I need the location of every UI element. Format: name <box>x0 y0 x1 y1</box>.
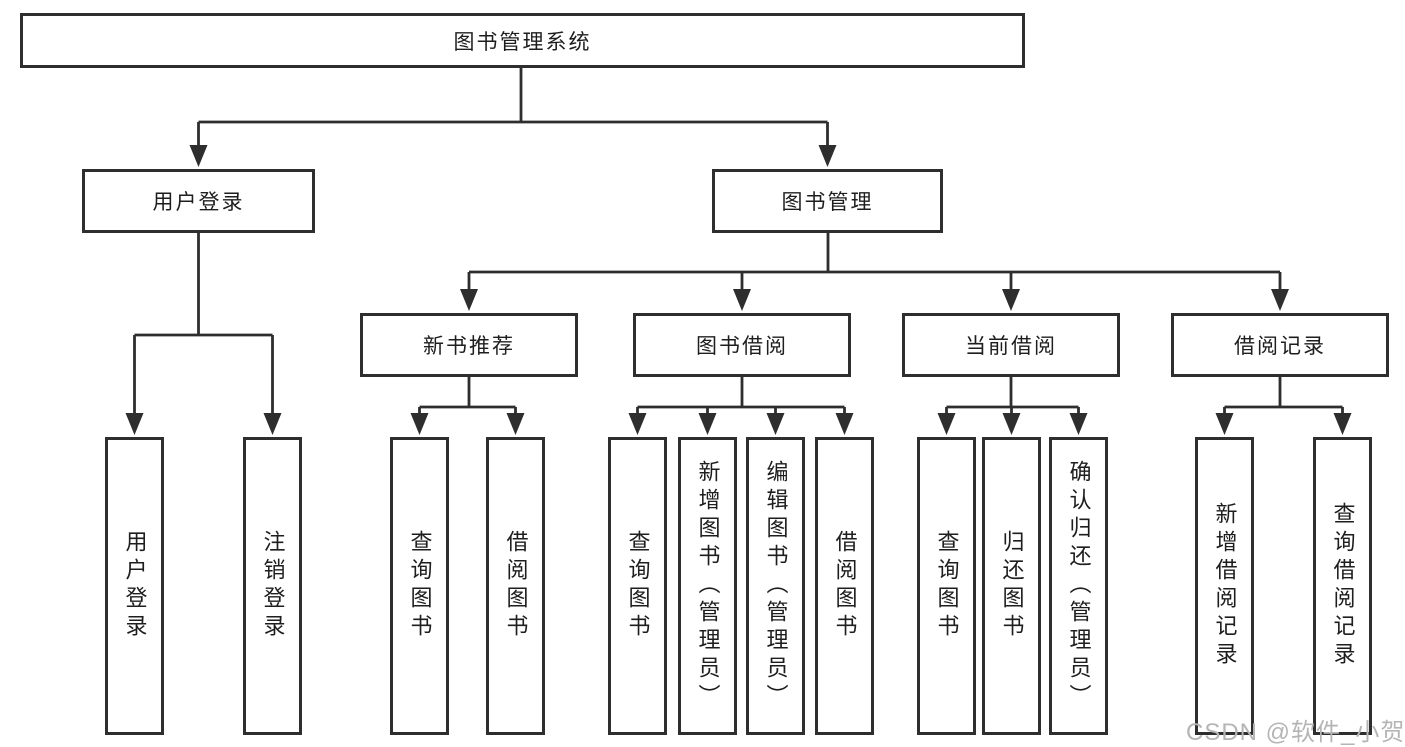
node-book-management: 图书管理 <box>712 169 943 233</box>
csdn-watermark: CSDN @软件_小贺同学 <box>1186 719 1405 746</box>
node-label: 图书管理 <box>781 191 874 214</box>
node-current-borrow: 当前借阅 <box>902 313 1120 377</box>
arrowhead-icons <box>125 145 1352 435</box>
leaf-label: 注销登录 <box>260 530 286 642</box>
node-library-management-system: 图书管理系统 <box>20 13 1025 68</box>
leaf-label: 查询借阅记录 <box>1330 502 1356 670</box>
node-new-book-recommend: 新书推荐 <box>360 313 578 377</box>
leaf-label: 借阅图书 <box>832 530 858 642</box>
leaf-borrow-books-recommend: 借阅图书 <box>486 437 545 735</box>
node-borrow-records: 借阅记录 <box>1171 313 1389 377</box>
leaf-label: 新增图书（管理员） <box>695 460 721 712</box>
node-label: 当前借阅 <box>965 335 1057 358</box>
leaf-label: 确认归还（管理员） <box>1066 460 1092 712</box>
leaf-logout: 注销登录 <box>243 437 302 735</box>
node-label: 图书借阅 <box>696 335 788 358</box>
connector-paths <box>133 68 1344 418</box>
leaf-return-books: 归还图书 <box>982 437 1041 735</box>
node-user-login: 用户登录 <box>82 169 315 233</box>
leaf-query-books-current: 查询图书 <box>917 437 976 735</box>
node-book-borrow: 图书借阅 <box>633 313 851 377</box>
leaf-label: 归还图书 <box>999 530 1025 642</box>
leaf-query-books-recommend: 查询图书 <box>390 437 449 735</box>
leaf-label: 编辑图书（管理员） <box>763 460 789 712</box>
leaf-user-login: 用户登录 <box>105 437 164 735</box>
leaf-query-borrow-record: 查询借阅记录 <box>1313 437 1372 735</box>
node-label: 用户登录 <box>152 191 245 214</box>
leaf-edit-books-admin: 编辑图书（管理员） <box>746 437 805 735</box>
leaf-add-books-admin: 新增图书（管理员） <box>678 437 737 735</box>
leaf-label: 查询图书 <box>407 530 433 642</box>
node-label: 借阅记录 <box>1234 335 1326 358</box>
node-label: 新书推荐 <box>423 335 515 358</box>
leaf-label: 借阅图书 <box>503 530 529 642</box>
leaf-confirm-return-admin: 确认归还（管理员） <box>1049 437 1108 735</box>
leaf-borrow-books: 借阅图书 <box>815 437 874 735</box>
leaf-label: 查询图书 <box>934 530 960 642</box>
node-label: 图书管理系统 <box>453 30 592 54</box>
leaf-label: 新增借阅记录 <box>1212 502 1238 670</box>
leaf-query-books-borrow: 查询图书 <box>608 437 667 735</box>
leaf-label: 查询图书 <box>625 530 651 642</box>
leaf-add-borrow-record: 新增借阅记录 <box>1195 437 1254 735</box>
leaf-label: 用户登录 <box>122 530 148 642</box>
